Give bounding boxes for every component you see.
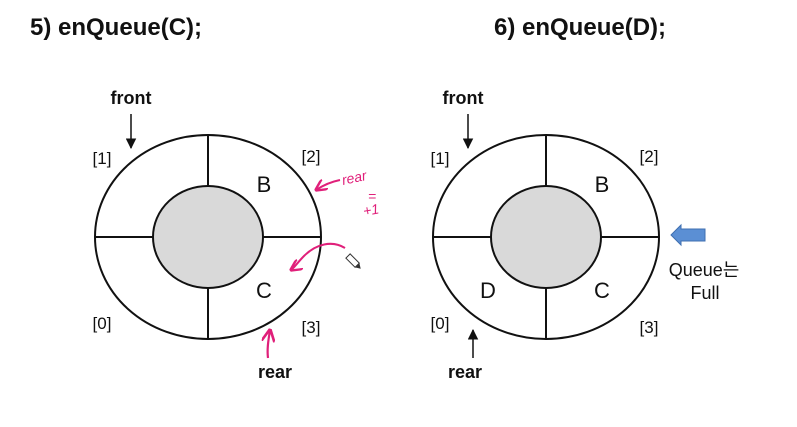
slide-title-right: 6) enQueue(D);	[494, 14, 667, 41]
left-cell-2-value: B	[257, 172, 272, 197]
right-index-3: [3]	[640, 318, 659, 337]
left-front-label: front	[111, 88, 152, 108]
left-queue-hub	[152, 185, 264, 289]
left-rear-label: rear	[258, 362, 292, 382]
queue-status-line-2: Full	[690, 283, 719, 303]
right-cell-2-value: B	[595, 172, 610, 197]
right-index-1: [1]	[431, 149, 450, 168]
right-queue-hub	[490, 185, 602, 289]
right-cell-3-value: C	[594, 278, 610, 303]
right-index-2: [2]	[640, 147, 659, 166]
annotation-arrow	[316, 180, 341, 190]
annotation-line-2: =	[368, 188, 376, 204]
left-index-1: [1]	[93, 149, 112, 168]
left-index-2: [2]	[302, 147, 321, 166]
annotation-line-1: rear	[340, 167, 369, 188]
left-index-0: [0]	[93, 314, 112, 333]
right-front-label: front	[443, 88, 484, 108]
left-index-3: [3]	[302, 318, 321, 337]
left-cell-3-value: C	[256, 278, 272, 303]
right-queue: B C D [1] [2] [0] [3] front rear Queue는 …	[431, 88, 740, 382]
right-index-0: [0]	[431, 314, 450, 333]
right-rear-label: rear	[448, 362, 482, 382]
right-cell-0-value: D	[480, 278, 496, 303]
left-queue: B C [1] [2] [0] [3] front rear rear = +1	[93, 88, 381, 382]
pencil-cursor-icon	[345, 253, 361, 269]
annotation-line-3: +1	[362, 200, 381, 219]
queue-status-line-1: Queue는	[669, 260, 740, 280]
left-rear-pink-arrow	[268, 330, 270, 359]
slide-title-left: 5) enQueue(C);	[30, 14, 203, 41]
annotation-curve-arrow	[291, 242, 346, 270]
left-handwritten-annotation: rear = +1	[291, 167, 380, 270]
full-indicator-arrow-icon	[670, 223, 706, 247]
